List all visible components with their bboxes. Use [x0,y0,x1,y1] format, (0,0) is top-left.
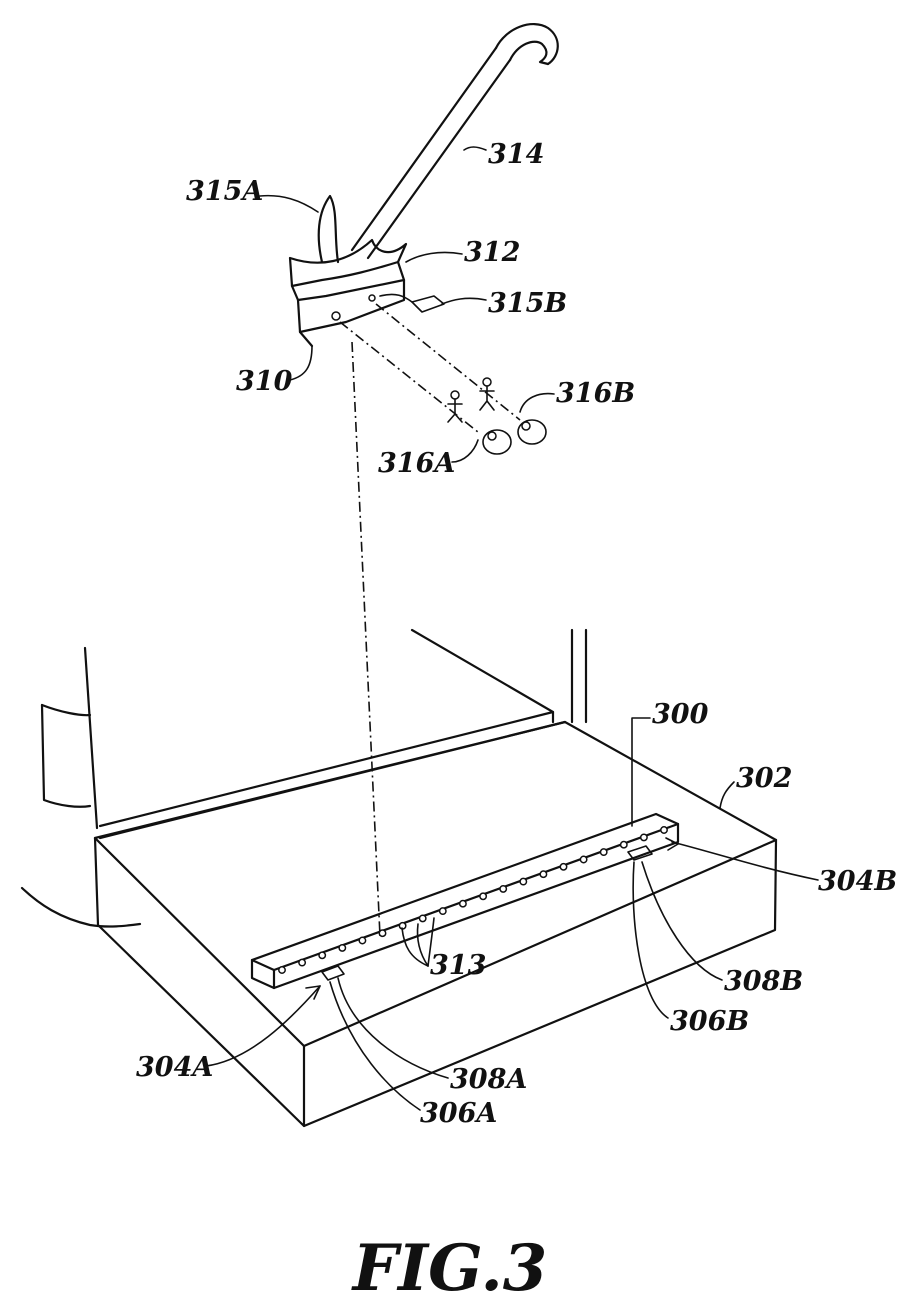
mount-304B [627,845,653,861]
figure-caption: FIG.3 [351,1231,548,1306]
ref-304A: 304A [136,1052,213,1083]
ref-308B: 308B [724,966,803,997]
light-bar-hole [278,966,286,974]
ref-306A: 306A [420,1098,497,1129]
ref-310: 310 [236,366,293,397]
light-bar-hole [599,848,608,857]
ref-312: 312 [464,237,520,268]
ref-315A: 315A [186,176,263,207]
light-bar-hole [660,826,668,834]
light-bar-hole [539,870,548,879]
ref-316A: 316A [378,448,455,479]
beam-316B [375,303,521,421]
light-bar-holes [278,826,668,974]
light-bar-hole [559,862,568,871]
light-bar-hole [579,855,588,864]
mount-304A [321,965,345,981]
ref-302: 302 [736,763,792,794]
ref-316B: 316B [556,378,635,409]
projection-line [351,341,381,937]
light-bar-hole [358,936,367,945]
light-bar-hole [338,943,347,952]
user-316A [447,390,512,455]
enclosure-drawing [20,628,588,928]
light-bar-hole [438,907,447,916]
user-316B [479,377,547,445]
ref-304B: 304B [818,866,897,897]
ref-315B: 315B [488,288,567,319]
light-bar-hole [418,914,427,923]
light-bar-hole [298,958,307,967]
light-bar-hole [458,899,467,908]
light-bar-hole [318,951,327,960]
light-bar [250,812,680,990]
ref-300: 300 [652,699,709,730]
light-bar-hole [619,840,628,849]
light-bar-hole [639,833,648,842]
ref-314: 314 [488,139,544,170]
light-bar-hole [378,929,387,938]
ref-308A: 308A [450,1064,527,1095]
ref-313: 313 [430,950,486,981]
ref-306B: 306B [670,1006,749,1037]
light-bar-hole [519,877,528,886]
leader-lines [205,146,819,1111]
light-bar-hole [479,892,488,901]
light-bar-hole [499,884,508,893]
